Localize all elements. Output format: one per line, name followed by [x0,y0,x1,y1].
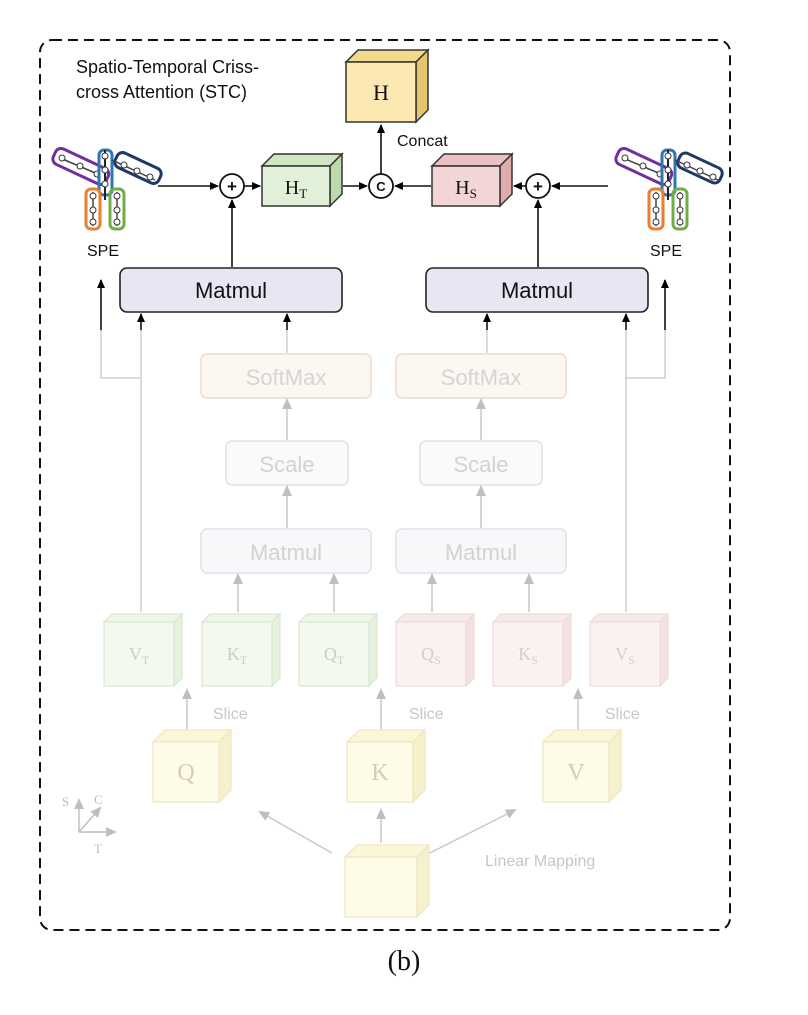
svg-text:Scale: Scale [259,452,314,477]
axis-label-s: S [62,794,69,809]
diagram-title-line1: Spatio-Temporal Criss- [76,57,259,77]
cube-h-t: HT [260,152,344,208]
cube-q-s: QS [394,612,476,688]
plus-node-right: + [525,173,551,199]
svg-text:+: + [227,177,237,196]
figure-caption: (b) [387,946,421,977]
matmul-top-right: Matmul [425,267,649,313]
spe-label-left: SPE [87,243,119,260]
cube-k-t: KT [200,612,282,688]
svg-text:QS: QS [421,644,441,667]
svg-text:Matmul: Matmul [445,540,517,565]
axes-icon [74,798,117,837]
concat-label: Concat [397,133,448,150]
spe-label-right: SPE [650,243,682,260]
cube-q: Q [151,728,233,804]
linear-mapping-label: Linear Mapping [485,853,595,870]
cube-h-s: HS [430,152,514,208]
arrow-input-to-q [258,811,333,854]
svg-text:SoftMax: SoftMax [246,365,327,390]
cube-k: K [345,728,427,804]
svg-text:HS: HS [455,177,477,201]
slice-label-v: Slice [605,706,640,723]
matmul-mid-left: Matmul [200,528,372,574]
gray-connectors [100,330,666,612]
scale-left: Scale [225,440,349,486]
plus-node-left: + [219,173,245,199]
svg-text:Matmul: Matmul [501,278,573,303]
cube-q-t: QT [297,612,379,688]
cube-k-s: KS [491,612,573,688]
svg-text:Matmul: Matmul [195,278,267,303]
slice-label-k: Slice [409,706,444,723]
diagram-title-line2: cross Attention (STC) [76,82,247,102]
svg-text:KS: KS [518,644,538,667]
concat-node: C [368,173,394,199]
axis-label-t: T [94,841,102,856]
spe-skeleton-left-icon [51,146,163,231]
softmax-right: SoftMax [395,353,567,399]
svg-text:K: K [371,760,389,786]
scale-right: Scale [419,440,543,486]
softmax-left: SoftMax [200,353,372,399]
svg-text:VS: VS [615,644,635,667]
cube-h: H [344,48,430,124]
matmul-mid-right: Matmul [395,528,567,574]
svg-text:H: H [373,80,389,105]
svg-text:SoftMax: SoftMax [441,365,522,390]
svg-text:V: V [567,760,585,786]
svg-text:+: + [533,177,543,196]
svg-text:Q: Q [177,760,194,786]
svg-text:Scale: Scale [453,452,508,477]
spe-skeleton-right-icon [614,146,724,231]
cube-v: V [541,728,623,804]
svg-text:QT: QT [324,644,345,667]
svg-text:KT: KT [227,644,248,667]
slice-label-q: Slice [213,706,248,723]
cube-v-s: VS [588,612,670,688]
matmul-top-left: Matmul [119,267,343,313]
cube-input [343,843,431,919]
svg-text:VT: VT [129,644,150,667]
cube-v-t: VT [102,612,184,688]
svg-text:Matmul: Matmul [250,540,322,565]
arrow-input-to-v [429,809,517,854]
svg-text:C: C [376,179,386,194]
axis-label-c: C [94,792,103,807]
svg-text:HT: HT [285,177,307,201]
